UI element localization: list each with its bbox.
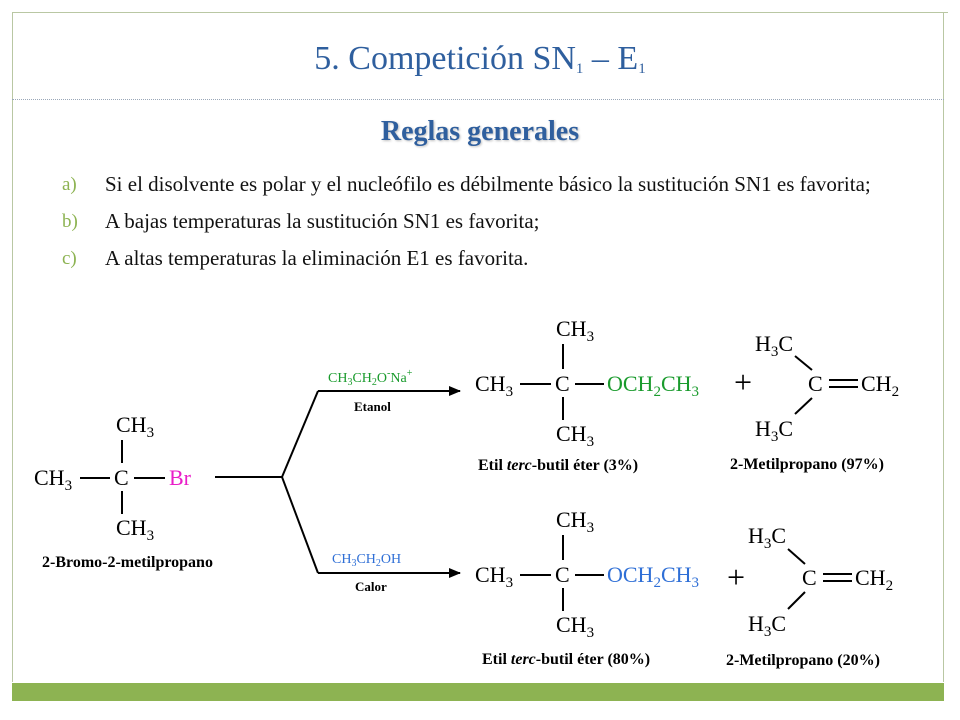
bottom-alkene-name: 2-Metilpropano (20%) xyxy=(726,652,880,669)
rule-text: A altas temperaturas la eliminación E1 e… xyxy=(105,246,529,270)
reactant-central-carbon: C xyxy=(114,465,129,490)
reaction-scheme: CH3 CH3 CH3 C Br 2-Bromo-2-metilpropano … xyxy=(34,316,899,669)
alkene-methylene: CH2 xyxy=(855,565,893,594)
ether-top-methyl: CH3 xyxy=(556,507,594,536)
slide-title-dash: – E xyxy=(583,40,639,77)
bottom-reagent: CH3CH2OH xyxy=(332,552,401,569)
reactant-bottom-methyl: CH3 xyxy=(116,515,154,544)
alkene-upper-methyl: H3C xyxy=(748,523,786,552)
footer-bar xyxy=(12,683,944,701)
bottom-alkene-product: H3C H3C C CH2 2-Metilpropano (20%) xyxy=(726,523,893,669)
ether-ethoxy-group: OCH2CH3 xyxy=(607,371,699,400)
bottom-plus-sign: + xyxy=(727,559,745,595)
top-plus-sign: + xyxy=(734,364,752,400)
alkene-upper-methyl: H3C xyxy=(755,331,793,360)
ether-ethoxy-group: OCH2CH3 xyxy=(607,562,699,591)
rule-marker: b) xyxy=(62,211,78,232)
top-ether-name: Etil terc-butil éter (3%) xyxy=(478,457,638,474)
alkene-methylene: CH2 xyxy=(861,371,899,400)
ether-left-methyl: CH3 xyxy=(475,371,513,400)
slide-frame-top xyxy=(12,12,948,13)
rule-item: b) A bajas temperaturas la sustitución S… xyxy=(56,207,916,236)
top-alkene-product: H3C H3C C CH2 2-Metilpropano (97%) xyxy=(730,331,899,473)
reactant-molecule: CH3 CH3 CH3 C Br 2-Bromo-2-metilpropano xyxy=(34,412,213,571)
reactant-left-methyl: CH3 xyxy=(34,465,72,494)
bottom-ether-name: Etil terc-butil éter (80%) xyxy=(482,651,650,668)
slide-title-subscript-1: 1 xyxy=(575,61,584,77)
slide-frame-left xyxy=(12,12,13,682)
alkene-bond-upper xyxy=(787,548,806,565)
slide-frame-right xyxy=(943,12,944,682)
slide-title-subscript-2: 1 xyxy=(638,61,646,77)
alkene-bond-upper xyxy=(794,355,813,371)
reaction-branches xyxy=(215,386,461,578)
branch-down xyxy=(281,476,319,574)
reactant-bromine: Br xyxy=(169,465,192,490)
bottom-conditions: CH3CH2OH Calor xyxy=(332,552,401,594)
top-alkene-name: 2-Metilpropano (97%) xyxy=(730,456,884,473)
section-heading: Reglas generales xyxy=(380,116,580,147)
bottom-ether-product: CH3 CH3 CH3 C OCH2CH3 Etil terc-butil ét… xyxy=(475,507,699,668)
rule-marker: c) xyxy=(62,248,77,269)
top-conditions: CH3CH2O-Na+ Etanol xyxy=(328,368,413,414)
ether-bottom-methyl: CH3 xyxy=(556,612,594,641)
rules-list: a) Si el disolvente es polar y el nucleó… xyxy=(56,170,916,281)
alkene-bond-lower xyxy=(794,397,813,415)
rule-item: c) A altas temperaturas la eliminación E… xyxy=(56,244,916,273)
bottom-condition: Calor xyxy=(355,579,387,594)
rule-text: Si el disolvente es polar y el nucleófil… xyxy=(105,172,871,196)
ether-left-methyl: CH3 xyxy=(475,562,513,591)
ether-bottom-methyl: CH3 xyxy=(556,421,594,450)
slide-title-main: 5. Competición SN xyxy=(314,40,576,77)
branch-up xyxy=(281,390,319,478)
rule-text: A bajas temperaturas la sustitución SN1 … xyxy=(105,209,540,233)
ether-top-methyl: CH3 xyxy=(556,316,594,345)
rule-item: a) Si el disolvente es polar y el nucleó… xyxy=(56,170,916,199)
top-reagent: CH3CH2O-Na+ xyxy=(328,368,413,388)
ether-central-carbon: C xyxy=(555,562,570,587)
alkene-lower-methyl: H3C xyxy=(755,416,793,445)
rule-marker: a) xyxy=(62,174,77,195)
ether-central-carbon: C xyxy=(555,371,570,396)
alkene-lower-methyl: H3C xyxy=(748,611,786,640)
top-condition: Etanol xyxy=(354,399,391,414)
alkene-central-carbon: C xyxy=(802,565,817,590)
reactant-name: 2-Bromo-2-metilpropano xyxy=(42,554,213,571)
reactant-top-methyl: CH3 xyxy=(116,412,154,441)
slide-title: 5. Competición SN1 – E1 xyxy=(0,40,960,78)
alkene-central-carbon: C xyxy=(808,371,823,396)
title-divider xyxy=(12,99,944,100)
alkene-bond-lower xyxy=(787,591,806,610)
top-ether-product: CH3 CH3 CH3 C OCH2CH3 Etil terc-butil ét… xyxy=(475,316,699,474)
